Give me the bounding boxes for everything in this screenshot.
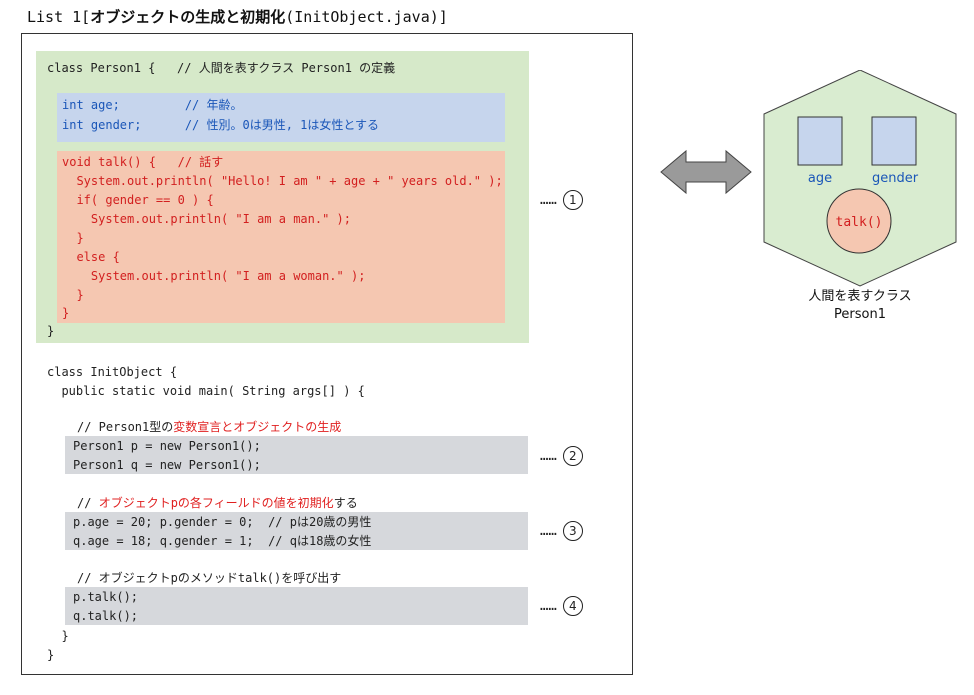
marker-3: …… 3	[540, 521, 583, 541]
fields-block	[57, 93, 505, 142]
comment-init-highlight: オブジェクトpの各フィールドの値を初期化	[98, 496, 334, 510]
marker-4: …… 4	[540, 596, 583, 616]
call-p-line: p.talk();	[73, 590, 139, 604]
field-gender-box	[871, 116, 917, 166]
comment-init-prefix: //	[77, 496, 99, 510]
declare-p-line: Person1 p = new Person1();	[73, 439, 261, 453]
init-code-block	[65, 512, 528, 550]
class-diagram: age gender talk()	[763, 70, 957, 287]
double-arrow-icon	[660, 149, 752, 195]
init-p-line: p.age = 20; p.gender = 0; // pは20歳の男性	[73, 515, 372, 529]
method-line-6: System.out.println( "I am a woman." );	[62, 269, 366, 283]
marker-1-number: 1	[562, 190, 583, 210]
class-caption-line2: Person1	[834, 307, 886, 322]
main-class-line: class InitObject {	[47, 365, 178, 379]
comment-init: // オブジェクトpの各フィールドの値を初期化する	[77, 493, 358, 513]
call-code-block	[65, 587, 528, 625]
title-prefix: List 1[	[27, 8, 91, 26]
listing-title: List 1[オブジェクトの生成と初期化(InitObject.java)]	[27, 6, 448, 27]
declare-q-line: Person1 q = new Person1();	[73, 458, 261, 472]
main-method-line: public static void main( String args[] )…	[47, 384, 365, 398]
class-caption-line1: 人間を表すクラス	[808, 289, 912, 304]
method-line-2: if( gender == 0 ) {	[62, 193, 214, 207]
method-line-4: }	[62, 231, 84, 245]
marker-1: …… 1	[540, 190, 583, 210]
comment-declare-prefix: // Person1型の	[77, 420, 174, 434]
title-jp: オブジェクトの生成と初期化	[90, 8, 286, 26]
class-init-close-brace: }	[47, 648, 55, 662]
marker-2-dots: ……	[540, 448, 557, 464]
code-frame	[21, 33, 633, 675]
class-close-brace: }	[47, 324, 55, 338]
method-talk-circle	[826, 188, 892, 254]
field-age-label: age	[808, 171, 832, 186]
field-gender-label: gender	[872, 171, 919, 186]
marker-4-number: 4	[562, 596, 583, 616]
comment-declare: // Person1型の変数宣言とオブジェクトの生成	[77, 417, 341, 437]
class-hexagon	[763, 70, 957, 287]
marker-3-number: 3	[562, 521, 583, 541]
marker-4-dots: ……	[540, 598, 557, 614]
field-age-line: int age; // 年齢。	[62, 98, 243, 112]
field-age-box	[797, 116, 843, 166]
marker-1-dots: ……	[540, 192, 557, 208]
method-talk-block	[57, 151, 505, 323]
method-line-5: else {	[62, 250, 120, 264]
call-q-line: q.talk();	[73, 609, 139, 623]
main-close-brace: }	[47, 629, 69, 643]
method-line-8: }	[62, 306, 70, 320]
marker-2-number: 2	[562, 446, 583, 466]
init-q-line: q.age = 18; q.gender = 1; // qは18歳の女性	[73, 534, 372, 548]
field-gender-line: int gender; // 性別。0は男性, 1は女性とする	[62, 118, 380, 132]
title-suffix: (InitObject.java)]	[285, 8, 448, 26]
comment-declare-highlight: 変数宣言とオブジェクトの生成	[173, 420, 342, 434]
method-line-1: System.out.println( "Hello! I am " + age…	[62, 174, 503, 188]
class-caption: 人間を表すクラス Person1	[770, 288, 950, 324]
method-line-7: }	[62, 288, 84, 302]
marker-3-dots: ……	[540, 523, 557, 539]
class-declaration-line: class Person1 { // 人間を表すクラス Person1 の定義	[47, 61, 396, 75]
comment-call: // オブジェクトpのメソッドtalk()を呼び出す	[77, 571, 342, 585]
marker-2: …… 2	[540, 446, 583, 466]
method-line-0: void talk() { // 話す	[62, 155, 224, 169]
declare-code-block	[65, 436, 528, 474]
comment-init-suffix: する	[333, 496, 358, 510]
method-line-3: System.out.println( "I am a man." );	[62, 212, 351, 226]
method-talk-label: talk()	[836, 215, 883, 230]
